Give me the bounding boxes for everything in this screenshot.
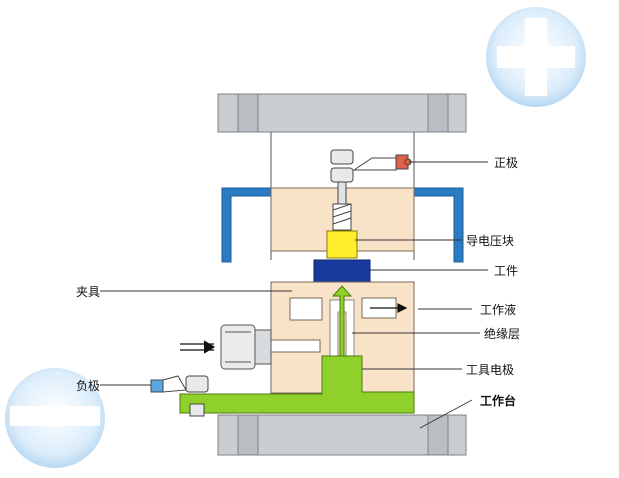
bottom-frame-plate [217,414,467,456]
leader-lines [100,161,488,429]
conductive-block [326,230,358,259]
tool-electrode [179,285,415,414]
label-insulation: 绝缘层 [484,326,520,341]
label-fixture: 夹具 [76,285,100,299]
label-positive: 正极 [494,156,518,170]
fluid-inlet-fitting [220,324,272,370]
label-worktable: 工作台 [480,393,516,408]
inlet-arrow [180,340,216,354]
label-conductive-block: 导电压块 [466,234,514,248]
minus-icon [5,368,105,468]
plus-icon [486,7,586,107]
label-working-fluid: 工作液 [480,302,516,317]
label-negative: 负极 [76,379,100,393]
outlet-arrow [370,303,408,313]
positive-terminal [352,154,412,171]
negative-terminal [150,375,209,417]
clamping-bolt [330,149,354,231]
top-frame-plate [217,93,467,133]
label-workpiece: 工件 [494,264,518,278]
label-tool-electrode: 工具电极 [466,363,514,377]
